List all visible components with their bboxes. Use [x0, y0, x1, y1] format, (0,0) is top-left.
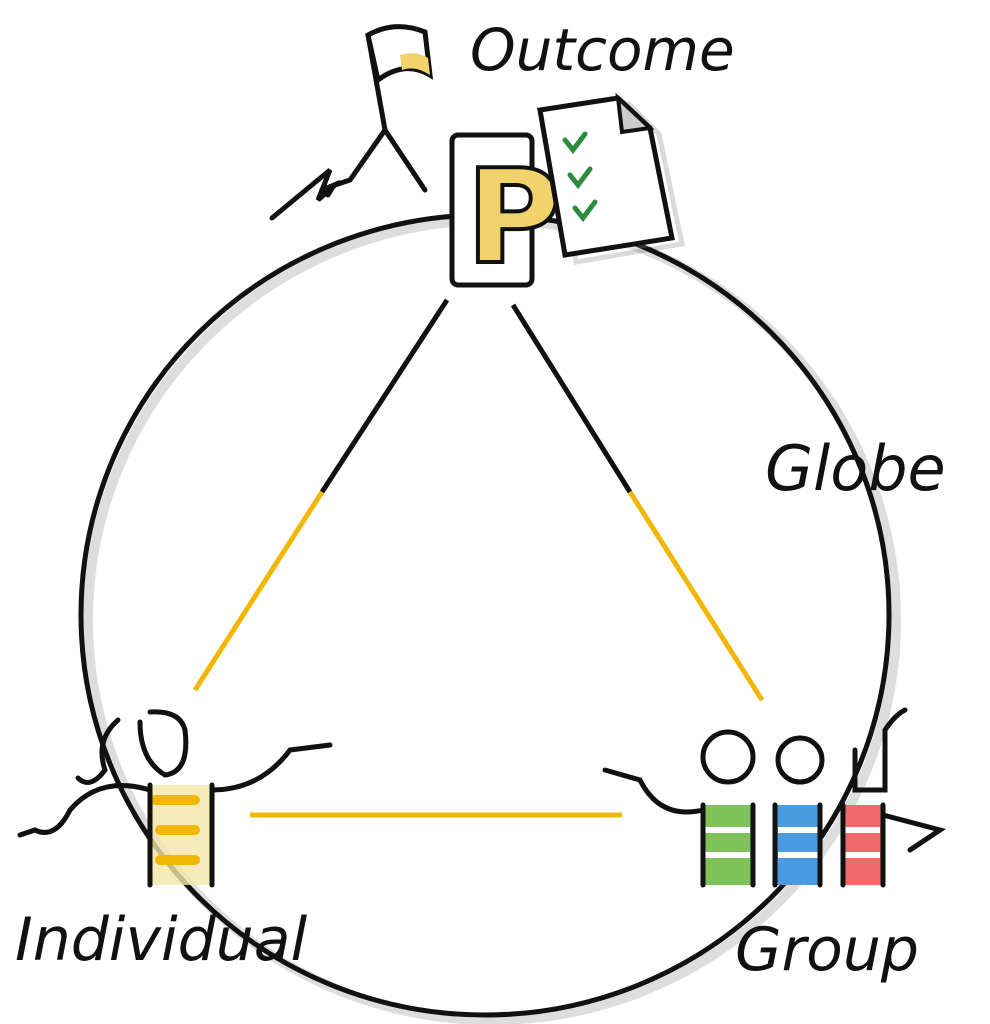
edge-top-left-black — [319, 298, 450, 494]
individual-label: Individual — [15, 905, 308, 975]
mountain-icon — [269, 125, 428, 221]
edge-top-left-yellow — [192, 490, 325, 692]
p-icon: P — [449, 132, 563, 295]
checklist-document-icon — [537, 92, 685, 265]
individual-person-icon — [17, 709, 333, 888]
group-people-icon — [602, 707, 947, 888]
edge-top-right-black — [510, 303, 633, 494]
p-letter: P — [466, 141, 561, 293]
flag-icon — [365, 24, 434, 131]
globe-label: Globe — [765, 432, 946, 505]
edge-top-right-yellow — [627, 490, 765, 702]
globe-circle-shadow — [83, 215, 901, 1024]
group-label: Group — [735, 915, 919, 985]
outcome-label: Outcome — [470, 16, 735, 84]
